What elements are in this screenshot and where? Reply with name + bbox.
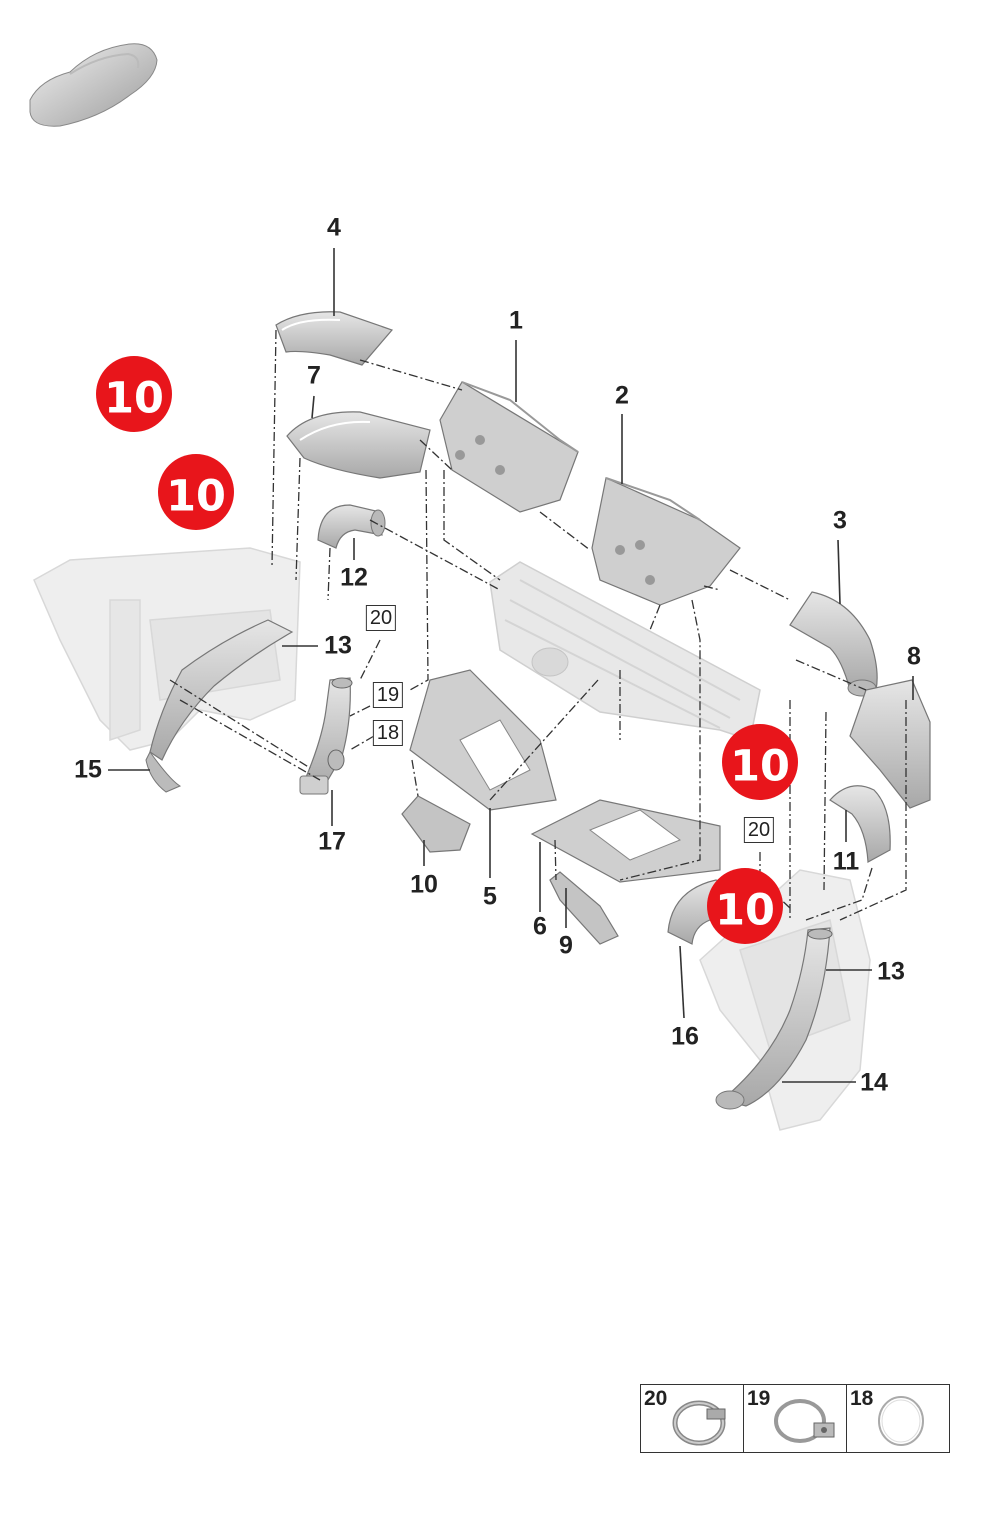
part-13-14-right-hose <box>715 927 831 1110</box>
part-11-hose <box>829 785 891 863</box>
callout-13-left: 13 <box>324 631 352 660</box>
legend-number-20: 20 <box>644 1387 668 1410</box>
intercooler-ghost <box>489 561 761 741</box>
assembly-lines <box>169 329 907 921</box>
callout-2: 2 <box>615 381 629 410</box>
legend-item-20[interactable]: 20 <box>641 1385 744 1452</box>
part-15-hose <box>145 751 182 793</box>
leader-lines <box>108 248 914 1083</box>
callout-15: 15 <box>74 755 102 784</box>
hotspot-badge-2[interactable]: 10 <box>158 454 234 530</box>
callout-17: 17 <box>318 827 346 856</box>
legend-item-18[interactable]: 18 <box>847 1385 949 1452</box>
part-5-panel <box>409 669 557 811</box>
part-3-hose <box>789 591 878 697</box>
callout-16: 16 <box>671 1022 699 1051</box>
callout-13-right: 13 <box>877 957 905 986</box>
callout-1: 1 <box>509 306 523 335</box>
callout-7: 7 <box>307 361 321 390</box>
part-8-duct <box>849 679 931 809</box>
hotspot-badge-4[interactable]: 10 <box>707 868 783 944</box>
left-frame-ghost <box>33 547 301 751</box>
part-2-bracket <box>591 477 741 606</box>
part-12-hose <box>317 504 386 549</box>
boxed-ref-20-right: 20 <box>743 817 775 843</box>
legend-number-19: 19 <box>747 1387 771 1410</box>
clamp-legend: 20 19 18 <box>640 1384 950 1453</box>
o-ring-icon <box>878 1396 924 1446</box>
boxed-ref-19: 19 <box>372 682 404 708</box>
callout-3: 3 <box>833 506 847 535</box>
part-13-left-hose <box>149 619 294 761</box>
callout-9: 9 <box>559 931 573 960</box>
callout-4: 4 <box>327 213 341 242</box>
part-1-bracket <box>439 381 579 513</box>
callout-11: 11 <box>832 847 860 876</box>
boxed-ref-20-left: 20 <box>365 605 397 631</box>
part-17-hose <box>299 677 351 795</box>
part-9-bracket <box>549 871 619 945</box>
callout-10: 10 <box>410 870 438 899</box>
callout-12: 12 <box>340 563 368 592</box>
hotspot-badge-3[interactable]: 10 <box>722 724 798 800</box>
callout-6: 6 <box>533 912 547 941</box>
clamp-marks <box>327 677 833 940</box>
part-7-duct <box>286 411 431 479</box>
hose-clamp-icon <box>672 1400 726 1446</box>
callout-8: 8 <box>907 642 921 671</box>
callout-14: 14 <box>860 1068 888 1097</box>
part-4-duct <box>275 311 394 366</box>
callout-5: 5 <box>483 882 497 911</box>
legend-item-19[interactable]: 19 <box>744 1385 847 1452</box>
boxed-ref-18: 18 <box>372 720 404 746</box>
hotspot-badge-1[interactable]: 10 <box>96 356 172 432</box>
part-6-panel <box>530 799 721 883</box>
legend-number-18: 18 <box>850 1387 874 1410</box>
v-band-clamp-icon <box>774 1399 835 1443</box>
vehicle-thumbnail <box>29 43 158 127</box>
part-10-bracket <box>401 795 471 853</box>
